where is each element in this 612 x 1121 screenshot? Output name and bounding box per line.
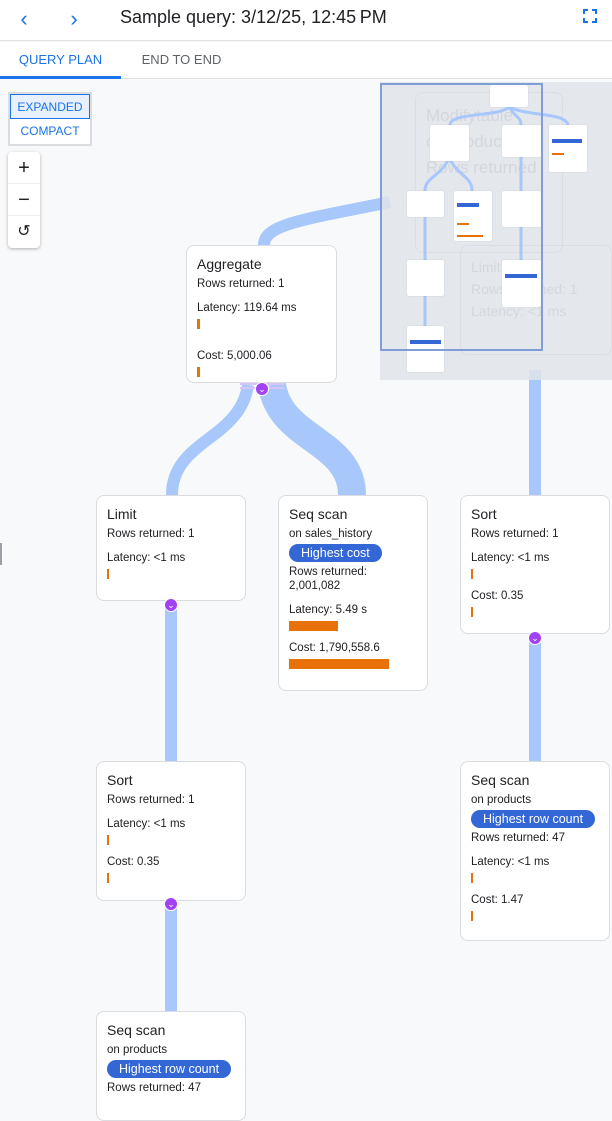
tab-end-to-end[interactable]: END TO END [141,52,222,67]
latency-bar [197,319,200,329]
plan-node-seq-scan-sales-history[interactable]: Seq scan on sales_history Highest cost R… [278,495,428,691]
fullscreen-icon[interactable] [583,9,597,23]
plan-node-sort-left[interactable]: Sort Rows returned: 1 Latency: <1 ms Cos… [96,761,246,901]
node-latency: Latency: 5.49 s [289,604,367,616]
node-latency: Latency: <1 ms [107,818,186,830]
view-mode-toggle: EXPANDED COMPACT [8,92,92,146]
resize-handle[interactable] [0,543,2,565]
plan-node-aggregate[interactable]: Aggregate Rows returned: 1 Latency: 119.… [186,245,337,383]
expand-chevron-icon[interactable]: ⌄ [164,598,178,612]
node-latency: Latency: <1 ms [107,552,186,564]
node-rows: Rows returned: 1 [471,528,559,540]
node-rows: Rows returned: 47 [107,1082,201,1094]
node-subtitle: on products [107,1044,168,1056]
latency-bar [107,835,109,845]
reset-zoom-button[interactable]: ↺ [17,223,31,240]
minimap-node [549,125,587,172]
node-rows: Rows returned: 1 [197,278,285,290]
node-latency: Latency: <1 ms [471,856,550,868]
expanded-button[interactable]: EXPANDED [10,94,90,119]
plan-node-sort-right[interactable]: Sort Rows returned: 1 Latency: <1 ms Cos… [460,495,610,634]
node-latency: Latency: 119.64 ms [197,302,297,314]
zoom-controls: + − ↺ [8,152,40,248]
cost-bar [197,367,200,377]
minimap-node [430,125,469,161]
node-title: Sort [107,772,133,788]
node-latency: Latency: <1 ms [471,552,550,564]
zoom-in-button[interactable]: + [8,152,40,184]
node-title: Sort [471,506,497,522]
plan-node-limit[interactable]: Limit Rows returned: 1 Latency: <1 ms [96,495,246,601]
minimap-node [454,191,492,241]
minimap-node [502,260,541,307]
node-title: Limit [107,506,137,522]
minimap-node [502,191,541,227]
plan-edges [165,196,541,1011]
edge-aggregate-seqscan [258,381,366,497]
node-rows: Rows returned: 1 [107,794,195,806]
edge-aggregate-limit [166,383,254,496]
node-rows-value: 2,001,082 [289,580,341,592]
expand-chevron-icon[interactable]: ⌄ [164,897,178,911]
node-title: Aggregate [197,256,262,272]
tab-query-plan[interactable]: QUERY PLAN [0,42,121,79]
node-cost: Cost: 0.35 [107,856,160,868]
compact-button[interactable]: COMPACT [20,124,80,138]
status-badge: Highest row count [107,1060,232,1078]
node-title: Limit [471,259,501,275]
status-badge: Highest row count [471,810,596,828]
chevron-left-icon[interactable]: ‹ [20,6,28,31]
latency-bar [471,569,473,579]
node-title: Seq scan [471,772,530,788]
node-cost: Cost: 1.47 [471,894,524,906]
cost-bar [471,911,473,921]
edge-to-parent [258,196,392,246]
minimap-node [502,125,541,157]
node-subtitle: on products [471,794,532,806]
node-cost: Cost: 5,000.06 [197,350,272,362]
cost-bar [289,659,389,669]
minimap-node [407,191,444,217]
node-cost: Cost: 0.35 [471,590,524,602]
minimap-viewport[interactable] [380,83,543,351]
node-subtitle: on sales_history [289,528,373,540]
chevron-right-icon[interactable]: › [70,6,78,31]
latency-bar [289,621,338,631]
zoom-out-button[interactable]: − [8,184,40,216]
status-badge: Highest cost [289,544,382,562]
tab-bar: QUERY PLAN END TO END [0,42,612,79]
minimap-edges [423,105,570,326]
node-cost: Cost: 1,790,558.6 [289,642,380,654]
minimap-node [490,85,528,107]
query-plan-canvas[interactable] [0,80,612,1103]
node-title: Seq scan [107,1022,166,1038]
node-rows-label: Rows returned: [289,566,367,578]
minimap-node [407,260,444,296]
expand-chevron-icon[interactable]: ⌄ [255,382,269,396]
latency-bar [471,873,473,883]
plan-node-seq-scan-products-left[interactable]: Seq scan on products Highest row count R… [96,1011,246,1121]
header: ‹ › Sample query: 3/12/25, 12:45 PM [0,0,612,41]
plan-node-seq-scan-products-right[interactable]: Seq scan on products Highest row count R… [460,761,610,941]
node-rows: Rows returned: 1 [107,528,195,540]
page-title: Sample query: 3/12/25, 12:45 PM [120,7,387,27]
cost-bar [107,873,109,883]
node-rows: Rows returned: 47 [471,832,565,844]
expand-chevron-icon[interactable]: ⌄ [528,631,542,645]
cost-bar [471,607,473,617]
latency-bar [107,569,109,579]
node-title: Seq scan [289,506,348,522]
node-rows: Rows returned [426,158,537,177]
